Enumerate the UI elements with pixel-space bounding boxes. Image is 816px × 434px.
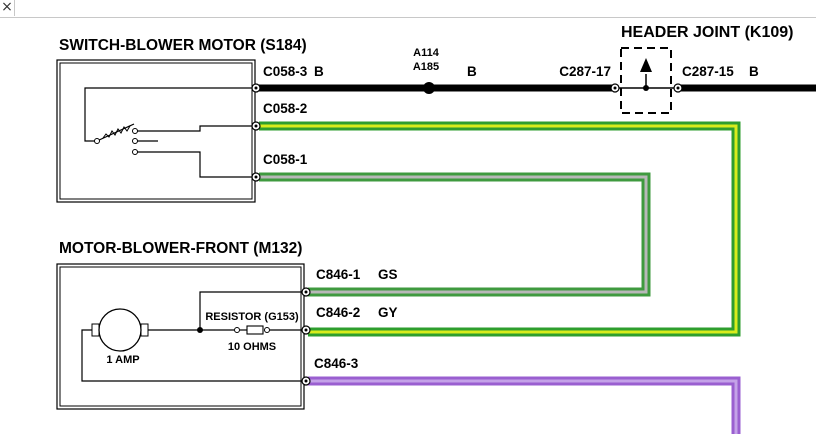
resistor-ohms-label: 10 OHMS <box>228 341 276 353</box>
splice-label-a114: A114 <box>413 47 440 59</box>
motor-icon <box>91 308 149 352</box>
window-toolbar: × <box>0 0 816 18</box>
terminal-c846-1 <box>301 287 311 297</box>
terminal-c846-3 <box>301 376 311 386</box>
header-joint-title: HEADER JOINT (K109) <box>621 24 793 41</box>
motor-junction-dot <box>197 327 203 333</box>
switch-blower-motor-box <box>56 59 256 203</box>
terminal-c287-17 <box>610 83 620 93</box>
resistor-icon <box>234 325 270 335</box>
connector-label-c846-3: C846-3 <box>314 356 359 371</box>
wire-color-b-1: B <box>314 64 324 79</box>
resistor-label: RESISTOR (G153) <box>205 311 299 323</box>
connector-label-c058-3: C058-3 <box>263 64 308 79</box>
connector-label-c846-2: C846-2 <box>316 305 360 320</box>
terminal-c287-15 <box>673 83 683 93</box>
close-icon[interactable]: × <box>0 0 15 16</box>
wire-violet <box>308 376 741 434</box>
wire-color-gs: GS <box>378 267 398 282</box>
connector-label-c846-1: C846-1 <box>316 267 361 282</box>
terminal-c846-2 <box>301 325 311 335</box>
connector-label-c287-17: C287-17 <box>559 64 611 79</box>
motor-blower-front-title: MOTOR-BLOWER-FRONT (M132) <box>59 240 302 257</box>
splice-label-a185: A185 <box>413 61 439 73</box>
splice-dot <box>423 82 435 94</box>
terminal-c058-3 <box>251 83 261 93</box>
wire-color-b-2: B <box>467 64 477 79</box>
wire-gs-green-gray <box>259 172 651 297</box>
terminal-c058-1 <box>251 172 261 182</box>
motor-amp-label: 1 AMP <box>106 354 139 366</box>
wire-gy-green-yellow <box>259 121 741 337</box>
wire-color-gy: GY <box>378 305 398 320</box>
switch-internal-circuit <box>84 87 255 178</box>
connector-label-c058-1: C058-1 <box>263 152 308 167</box>
connector-label-c058-2: C058-2 <box>263 101 307 116</box>
connector-label-c287-15: C287-15 <box>682 64 734 79</box>
wire-color-b-3: B <box>749 64 759 79</box>
terminal-c058-2 <box>251 121 261 131</box>
header-joint-box <box>617 47 678 114</box>
motor-internal-circuit <box>81 291 305 382</box>
switch-contact-dots <box>94 128 138 155</box>
motor-blower-front-box <box>56 263 305 410</box>
switch-blower-motor-title: SWITCH-BLOWER MOTOR (S184) <box>59 37 307 54</box>
